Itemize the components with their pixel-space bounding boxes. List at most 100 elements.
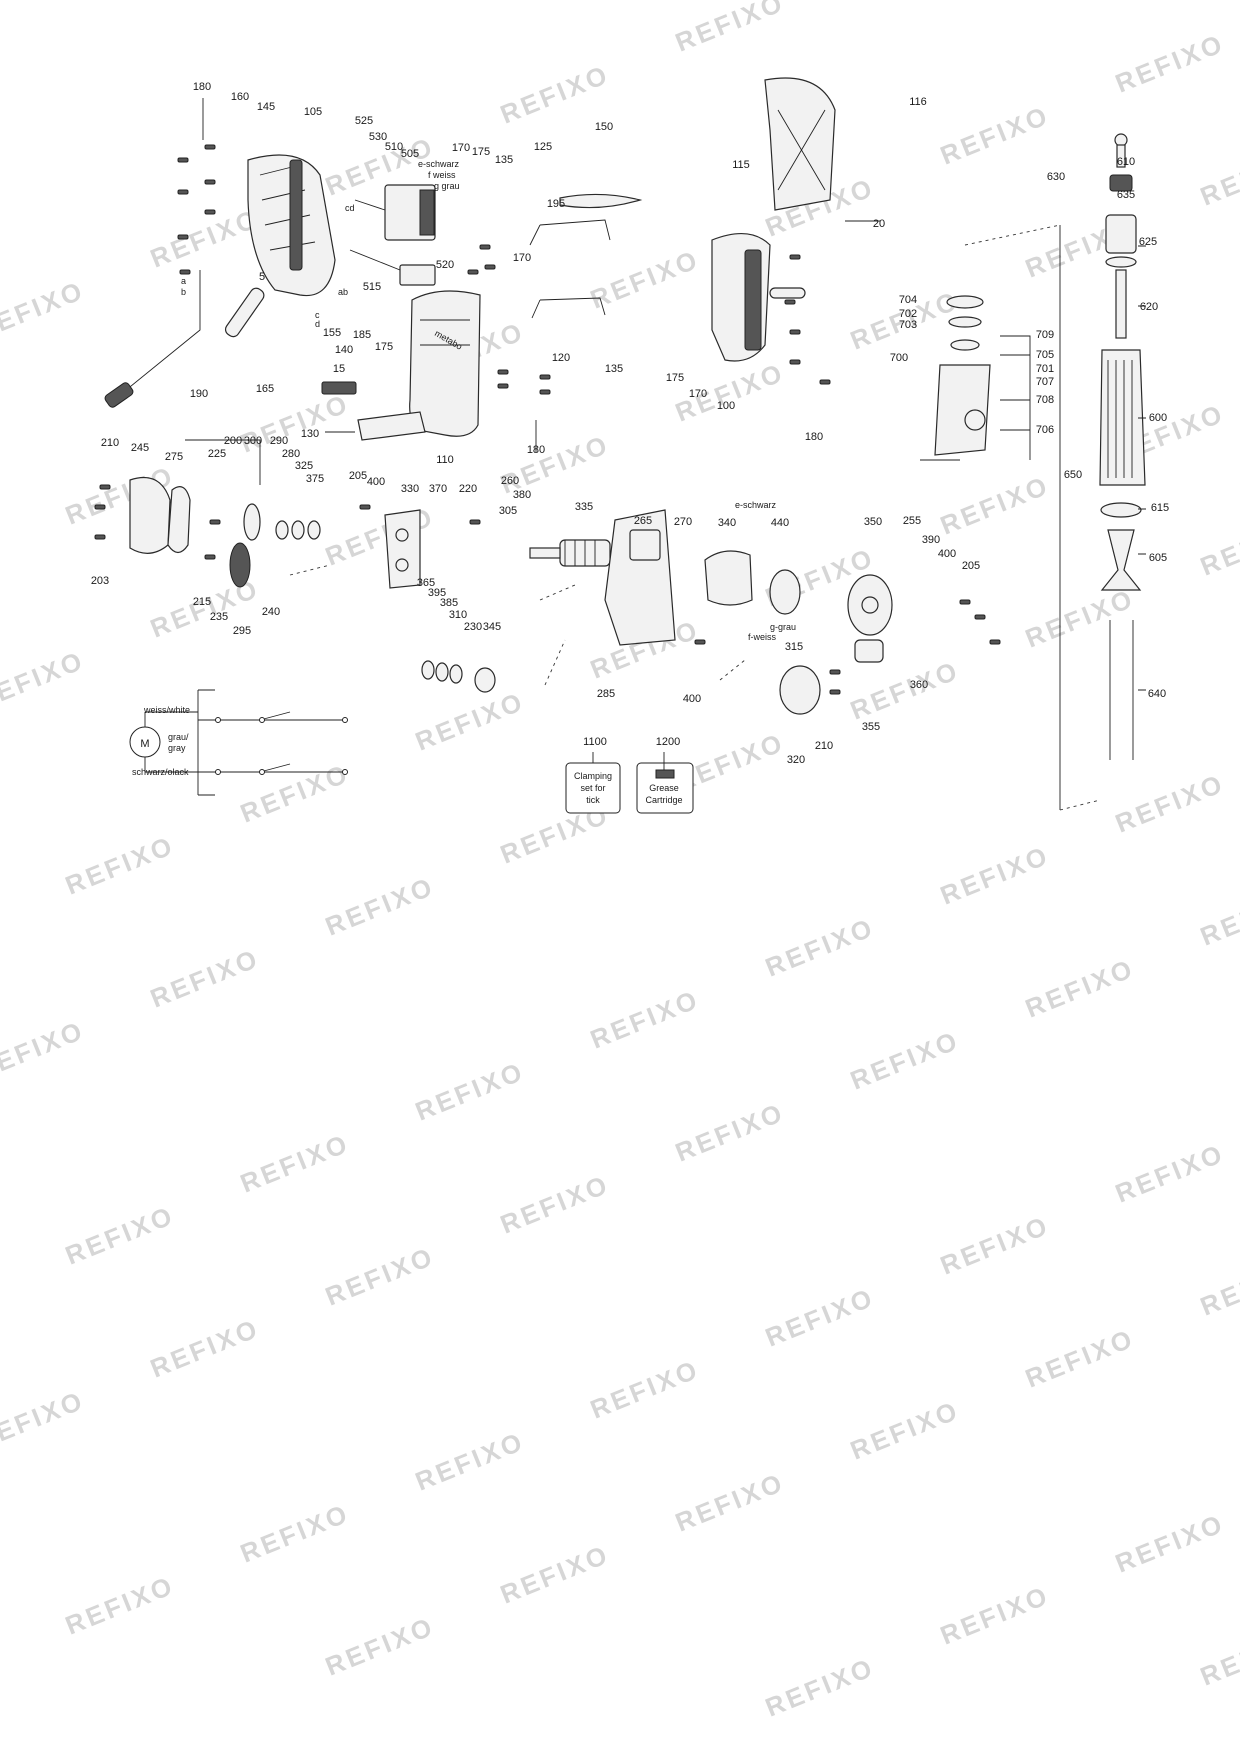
part-label-p100: 100 xyxy=(717,400,735,412)
clamping-line3: tick xyxy=(586,795,600,805)
part-label-p345: 345 xyxy=(483,621,501,633)
wire-white: weiss/white xyxy=(143,705,190,715)
nameplate-15 xyxy=(321,381,357,395)
screw-15 xyxy=(539,374,551,380)
watermark-46: REFIXO xyxy=(671,1097,789,1168)
screw-5 xyxy=(204,209,216,215)
watermark-35: REFIXO xyxy=(61,1200,179,1271)
part-label-p640: 640 xyxy=(1148,688,1166,700)
handle-half-left xyxy=(247,154,336,297)
part-label-p515: 515 xyxy=(363,281,381,293)
part-label-p225: 225 xyxy=(208,448,226,460)
gear-housing-285 xyxy=(604,509,676,646)
part-label-p701: 701 xyxy=(1036,363,1054,375)
wire-label-g-grau-2: g-grau xyxy=(770,622,796,632)
power-cable xyxy=(104,270,265,408)
part-label-p525: 525 xyxy=(355,115,373,127)
part-label-p205a: 205 xyxy=(349,470,367,482)
part-label-p116: 116 xyxy=(909,96,927,108)
part-label-p650: 650 xyxy=(1064,469,1082,481)
screw-19 xyxy=(99,484,111,490)
part-label-p205b: 205 xyxy=(962,560,980,572)
wire-label-c: c xyxy=(315,310,320,320)
watermark-21: REFIXO xyxy=(236,758,354,829)
part-label-p520: 520 xyxy=(436,259,454,271)
part-label-p400a: 400 xyxy=(367,476,385,488)
watermark-53: REFIXO xyxy=(586,1354,704,1425)
part-label-p255: 255 xyxy=(903,515,921,527)
stator-340 xyxy=(704,550,801,615)
wire-label-e-schwarz: e-schwarz xyxy=(418,159,460,169)
watermark-33: REFIXO xyxy=(1021,583,1139,654)
part-label-p350: 350 xyxy=(864,516,882,528)
part-label-p5: 5 xyxy=(259,271,265,283)
watermark-10: REFIXO xyxy=(936,100,1054,171)
wiring-diagram: M weiss/white grau/ gray schwarz/olack xyxy=(129,689,348,796)
part-label-p170b: 170 xyxy=(513,252,531,264)
wire-label-d: d xyxy=(315,319,320,329)
part-label-p605: 605 xyxy=(1149,552,1167,564)
watermark-22: REFIXO xyxy=(411,686,529,757)
armature-305 xyxy=(529,539,611,567)
screw-20 xyxy=(94,504,106,510)
screw-22 xyxy=(209,519,221,525)
part-label-p180b: 180 xyxy=(527,444,545,456)
part-label-p125: 125 xyxy=(534,141,552,153)
screw-2 xyxy=(177,234,189,240)
screw-29 xyxy=(829,669,841,675)
part-label-p290: 290 xyxy=(270,435,288,447)
watermark-38: REFIXO xyxy=(586,984,704,1055)
part-label-p185: 185 xyxy=(353,329,371,341)
screw-23 xyxy=(204,554,216,560)
watermark-36: REFIXO xyxy=(236,1128,354,1199)
part-label-p440: 440 xyxy=(771,517,789,529)
grease-line2: Cartridge xyxy=(645,795,682,805)
watermark-12: REFIXO xyxy=(0,645,89,716)
watermark-55: REFIXO xyxy=(936,1210,1054,1281)
part-label-p180c: 180 xyxy=(805,431,823,443)
watermark-20: REFIXO xyxy=(61,830,179,901)
part-label-p390: 390 xyxy=(922,534,940,546)
wire-label-f-weiss-2: f-weiss xyxy=(748,632,777,642)
screw-3 xyxy=(204,144,216,150)
wire-label-ab: ab xyxy=(338,287,348,297)
wire-label-b: b xyxy=(181,287,186,297)
watermark-28: REFIXO xyxy=(146,943,264,1014)
part-label-p1200: 1200 xyxy=(656,736,680,748)
part-label-p285: 285 xyxy=(597,688,615,700)
wire-label-a: a xyxy=(181,276,186,286)
watermark-62: REFIXO xyxy=(1196,1251,1240,1322)
switch-module xyxy=(349,184,436,286)
clamping-line2: set for xyxy=(580,783,605,793)
screw-16 xyxy=(539,389,551,395)
part-label-p175c: 175 xyxy=(666,372,684,384)
part-label-p635: 635 xyxy=(1117,189,1135,201)
watermark-0: REFIXO xyxy=(0,275,89,346)
accessory-grease-cartridge: Grease Cartridge xyxy=(592,752,694,814)
part-label-p295: 295 xyxy=(233,625,251,637)
gear-head-700 xyxy=(920,295,991,461)
watermark-37: REFIXO xyxy=(411,1056,529,1127)
watermark-61: REFIXO xyxy=(1021,1323,1139,1394)
grease-cartridge-box xyxy=(636,762,694,814)
part-label-p245: 245 xyxy=(131,442,149,454)
watermark-60: REFIXO xyxy=(846,1395,964,1466)
screw-24 xyxy=(359,504,371,510)
part-label-p707: 707 xyxy=(1036,376,1054,388)
watermark-3: REFIXO xyxy=(496,59,614,130)
part-label-p703: 703 xyxy=(899,319,917,331)
watermark-52: REFIXO xyxy=(411,1426,529,1497)
watermark-25: REFIXO xyxy=(936,470,1054,541)
screw-10 xyxy=(789,254,801,260)
chuck-assembly xyxy=(1099,133,1146,760)
screw-21 xyxy=(94,534,106,540)
watermark-11: REFIXO xyxy=(1111,28,1229,99)
part-label-p310: 310 xyxy=(449,609,467,621)
part-label-p20: 20 xyxy=(873,218,885,230)
part-label-p340: 340 xyxy=(718,517,736,529)
part-label-p620: 620 xyxy=(1140,301,1158,313)
part-label-p105: 105 xyxy=(304,106,322,118)
watermark-43: REFIXO xyxy=(146,1313,264,1384)
part-label-p330: 330 xyxy=(401,483,419,495)
